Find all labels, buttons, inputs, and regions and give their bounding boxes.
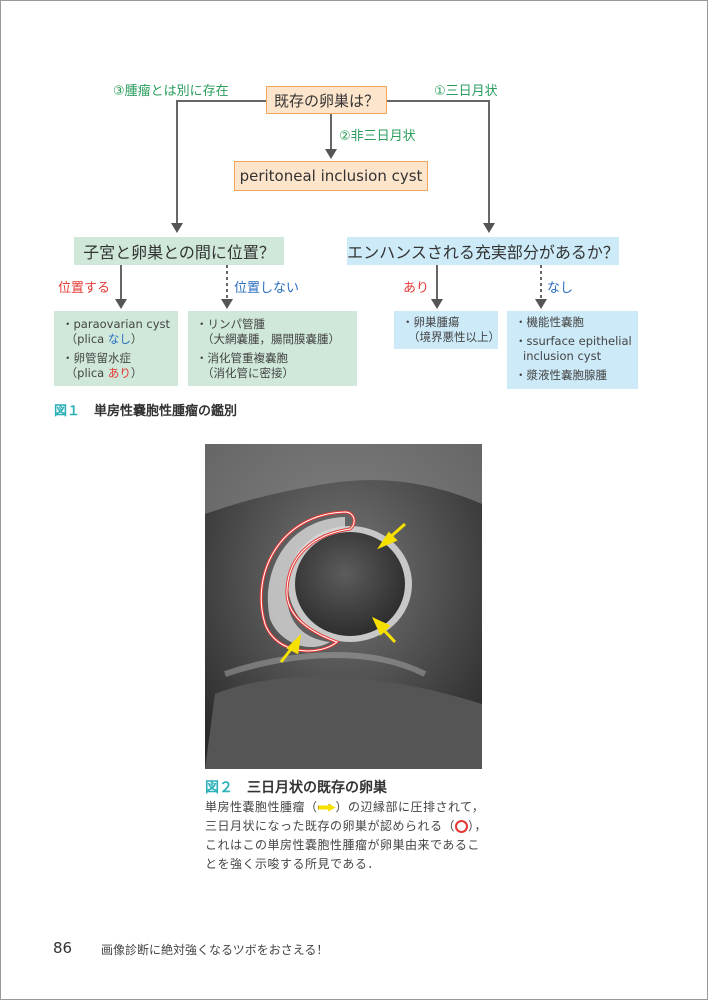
- branch-label-1: ①三日月状: [434, 84, 498, 99]
- list-item: ・機能性嚢胞: [515, 315, 584, 329]
- page-number: 86: [53, 939, 73, 957]
- flowchart-connectors: [115, 100, 547, 309]
- list-item: inclusion cyst: [523, 349, 602, 363]
- list-item: ・漿液性嚢胞腺腫: [515, 368, 607, 382]
- list-item: ・卵管留水症: [62, 351, 131, 365]
- box-lymphangioma: ・リンパ管腫 （大網嚢腫，腸間膜嚢腫） ・消化管重複嚢胞 （消化管に密接）: [188, 311, 357, 386]
- branch-label-3: ③腫瘤とは別に存在: [113, 84, 229, 99]
- red-circle-icon: [455, 820, 469, 833]
- label-left-yes: 位置する: [58, 281, 111, 296]
- list-item: ・ssurface epithelial: [515, 334, 632, 348]
- list-item: ・消化管重複嚢胞: [196, 351, 288, 365]
- list-item: （消化管に密接）: [202, 366, 294, 380]
- list-item: ・paraovarian cyst: [62, 317, 171, 331]
- list-item: （大網嚢腫，腸間膜嚢腫）: [202, 332, 340, 346]
- label-left-no: 位置しない: [234, 281, 300, 296]
- question-right-box: エンハンスされる充実部分があるか？: [347, 237, 619, 265]
- list-item: ・リンパ管腫: [196, 317, 265, 331]
- result-peritoneal-box: peritoneal inclusion cyst: [234, 161, 428, 191]
- list-item: （境界悪性以上）: [408, 330, 500, 344]
- question-left-box: 子宮と卵巣との間に位置？: [74, 237, 284, 265]
- top-question-box: 既存の卵巣は？: [266, 86, 387, 114]
- label-right-yes: あり: [403, 281, 430, 296]
- box-ovarian-tumor: ・卵巣腫瘍 （境界悪性以上）: [394, 311, 500, 349]
- label-right-no: なし: [547, 281, 574, 296]
- branch-label-2: ②非三日月状: [339, 129, 416, 144]
- mri-image: [205, 444, 482, 769]
- figure2-description: 単房性嚢胞性腫瘤（）の辺縁部に圧排されて， 三日月状になった既存の卵巣が認められ…: [205, 800, 488, 871]
- yellow-arrow-icon: [317, 803, 336, 812]
- list-item: （plica なし）: [65, 332, 143, 346]
- running-title: 画像診断に絶対強くなるツボをおさえる！: [101, 943, 329, 957]
- box-functional-cyst: ・機能性嚢胞 ・ssurface epithelial inclusion cy…: [507, 311, 638, 389]
- list-item: （plica あり）: [65, 366, 143, 380]
- box-paraovarian: ・paraovarian cyst （plica なし） ・卵管留水症 （pli…: [54, 311, 178, 386]
- list-item: ・卵巣腫瘍: [402, 315, 460, 329]
